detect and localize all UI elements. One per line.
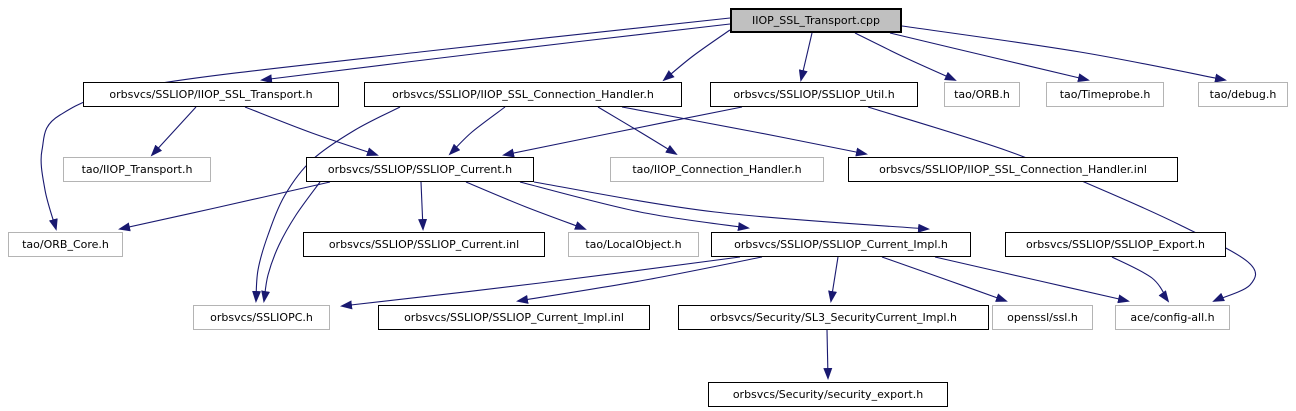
graph-node-current_inl[interactable]: orbsvcs/SSLIOP/SSLIOP_Current.inl bbox=[303, 232, 545, 257]
graph-node-ch_inl[interactable]: orbsvcs/SSLIOP/IIOP_SSL_Connection_Handl… bbox=[848, 157, 1178, 182]
edge-ch_h-to-current_h bbox=[448, 106, 506, 156]
graph-node-orb_h: tao/ORB.h bbox=[944, 82, 1020, 107]
edge-export_h-to-ace_h bbox=[1111, 256, 1170, 303]
graph-node-openssl_h: openssl/ssl.h bbox=[992, 305, 1093, 330]
edge-root-to-debug_h bbox=[901, 25, 1227, 83]
edge-current_h-to-current_inl bbox=[418, 181, 428, 231]
edge-ch_h-to-ch_inl bbox=[621, 106, 868, 157]
edge-root-to-util_h bbox=[798, 32, 813, 82]
edge-root-to-ch_h bbox=[662, 29, 731, 82]
edge-current_impl_h-to-sl3_h bbox=[828, 256, 839, 303]
graph-node-iiop_transport_h: tao/IIOP_Transport.h bbox=[63, 157, 211, 182]
graph-node-orb_core_h: tao/ORB_Core.h bbox=[8, 232, 123, 257]
edge-current_h-to-orb_core_h bbox=[118, 181, 331, 232]
edge-util_h-to-current_h bbox=[502, 106, 743, 158]
graph-node-timeprobe_h: tao/Timeprobe.h bbox=[1046, 82, 1164, 107]
graph-node-localobject_h: tao/LocalObject.h bbox=[568, 232, 699, 257]
edge-util_h-to-ace_h bbox=[867, 106, 1257, 302]
edge-root-to-t_h bbox=[260, 23, 731, 84]
edge-root-to-timeprobe_h bbox=[889, 32, 1090, 83]
graph-node-current_impl_h[interactable]: orbsvcs/SSLIOP/SSLIOP_Current_Impl.h bbox=[711, 232, 971, 257]
graph-node-sl3_h[interactable]: orbsvcs/Security/SL3_SecurityCurrent_Imp… bbox=[678, 305, 989, 330]
edge-current_impl_h-to-openssl_h bbox=[881, 256, 1008, 302]
graph-node-iiop_ch_h: tao/IIOP_Connection_Handler.h bbox=[610, 157, 824, 182]
edge-current_h-to-current_impl_h bbox=[519, 181, 750, 231]
edge-current_impl_h-to-current_impl_inl bbox=[516, 256, 763, 304]
graph-node-root: IIOP_SSL_Transport.cpp bbox=[730, 8, 902, 33]
graph-node-t_h[interactable]: orbsvcs/SSLIOP/IIOP_SSL_Transport.h bbox=[83, 82, 339, 107]
edge-current_h-to-localobject_h bbox=[465, 181, 587, 230]
edge-current_impl_h-to-ace_h bbox=[934, 256, 1130, 304]
edge-ch_h-to-ssliopc_h bbox=[252, 106, 401, 303]
graph-node-debug_h: tao/debug.h bbox=[1198, 82, 1288, 107]
graph-node-ssliopc_h: orbsvcs/SSLIOPC.h bbox=[193, 305, 330, 330]
edge-t_h-to-iiop_transport_h bbox=[150, 106, 197, 157]
graph-node-util_h[interactable]: orbsvcs/SSLIOP/SSLIOP_Util.h bbox=[710, 82, 918, 107]
graph-node-export_h[interactable]: orbsvcs/SSLIOP/SSLIOP_Export.h bbox=[1005, 232, 1226, 257]
edge-current_h-to-export_h bbox=[533, 181, 930, 233]
edge-current_impl_h-to-ssliopc_h bbox=[340, 256, 741, 310]
edge-root-to-orb_h bbox=[854, 32, 957, 81]
graph-node-current_h[interactable]: orbsvcs/SSLIOP/SSLIOP_Current.h bbox=[306, 157, 534, 182]
graph-node-sec_export_h[interactable]: orbsvcs/Security/security_export.h bbox=[708, 382, 948, 407]
graph-node-ace_h: ace/config-all.h bbox=[1115, 305, 1230, 330]
edge-t_h-to-current_h bbox=[244, 106, 379, 157]
edge-ch_h-to-iiop_ch_h bbox=[597, 106, 678, 156]
graph-node-current_impl_inl[interactable]: orbsvcs/SSLIOP/SSLIOP_Current_Impl.inl bbox=[378, 305, 650, 330]
edge-sl3_h-to-sec_export_h bbox=[823, 329, 833, 380]
graph-node-ch_h[interactable]: orbsvcs/SSLIOP/IIOP_SSL_Connection_Handl… bbox=[364, 82, 682, 107]
edge-current_h-to-ssliopc_h bbox=[261, 181, 321, 303]
